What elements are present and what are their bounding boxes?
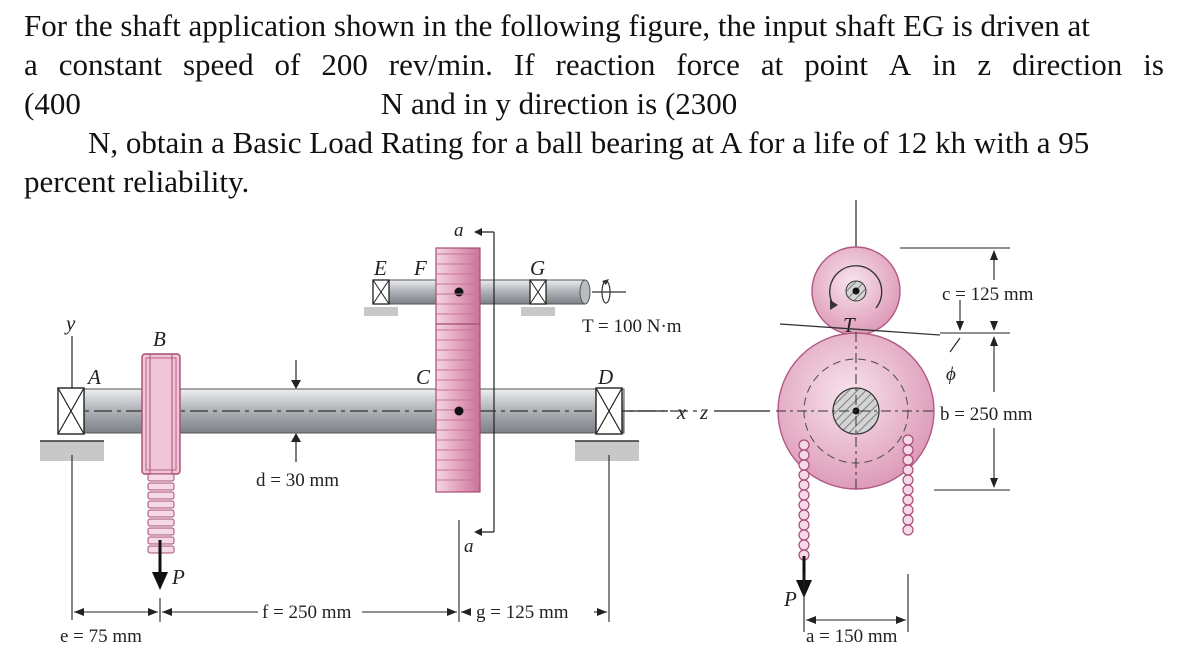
- dim-c-label: c = 125 mm: [942, 284, 1034, 305]
- problem-line-5: percent reliability.: [24, 164, 250, 199]
- pressure-line: [779, 323, 941, 336]
- dim-b-label: b = 250 mm: [940, 404, 1033, 425]
- rotation-arrow: [829, 265, 883, 309]
- problem-line-1: For the shaft application shown in the f…: [24, 8, 1090, 43]
- bearing-g: [521, 279, 555, 316]
- torque-icon: [592, 279, 626, 304]
- section-a-top-label: a: [454, 220, 464, 241]
- problem-line-2-word: speed: [182, 47, 254, 82]
- x-axis-label: x: [676, 400, 687, 424]
- problem-line-2-word: force: [676, 47, 740, 82]
- dimension-lines-left: [71, 455, 610, 622]
- point-g-label: G: [530, 256, 545, 280]
- point-a-label: A: [86, 365, 101, 389]
- point-f-label: F: [413, 256, 427, 280]
- z-axis-label: z: [699, 400, 708, 424]
- input-shaft-eg: [384, 279, 586, 305]
- torque-label: T = 100 N·m: [582, 316, 682, 337]
- force-p-right-label: P: [783, 587, 797, 611]
- dim-e-label: e = 75 mm: [60, 626, 142, 647]
- gear-f: [435, 247, 481, 325]
- problem-line-2-word: of: [274, 47, 301, 82]
- bearing-e: [364, 279, 398, 316]
- problem-line-2-word: at: [760, 47, 784, 82]
- problem-line-4: N, obtain a Basic Load Rating for a ball…: [88, 125, 1090, 160]
- chain-left-view: [147, 473, 175, 554]
- diameter-label: d = 30 mm: [256, 470, 339, 491]
- reaction-z-text: (400: [24, 86, 81, 121]
- y-axis-label: y: [64, 311, 76, 335]
- section-a-bottom-label: a: [464, 536, 474, 557]
- problem-line-2-word: reaction: [555, 47, 656, 82]
- problem-line-2-word: in: [932, 47, 957, 82]
- point-c-label: C: [416, 365, 431, 389]
- problem-statement: For the shaft application shown in the f…: [24, 6, 1164, 201]
- problem-line-2-word: direction: [1012, 47, 1123, 82]
- problem-line-3: (400 N and in y direction is (2300: [24, 84, 1164, 123]
- problem-line-2-word: z: [977, 47, 992, 82]
- dim-g-label: g = 125 mm: [476, 602, 569, 623]
- dimension-lines-right: [803, 247, 1010, 632]
- sprocket-b: [141, 353, 181, 475]
- problem-line-2-word: constant: [58, 47, 163, 82]
- bearing-a: [40, 387, 104, 461]
- problem-line-2-word: rev/min.: [388, 47, 493, 82]
- problem-line-2-word: is: [1143, 47, 1164, 82]
- problem-line-2-word: point: [804, 47, 868, 82]
- problem-line-2-word: a: [24, 47, 38, 82]
- torque-t-label: T: [843, 313, 856, 337]
- problem-line-2-word: If: [513, 47, 535, 82]
- gear-teeth: [436, 253, 480, 481]
- point-e-label: E: [373, 256, 387, 280]
- point-b-label: B: [153, 327, 166, 351]
- problem-line-2-word: A: [888, 47, 912, 82]
- chain-right-view: [798, 434, 914, 561]
- dim-a-label: a = 150 mm: [806, 626, 898, 647]
- problem-line-2-word: 200: [321, 47, 368, 82]
- point-d-label: D: [597, 365, 613, 389]
- angle-phi-label: ϕ: [946, 364, 956, 385]
- reaction-y-text: N and in y direction is (2300: [380, 86, 738, 121]
- dim-f-label: f = 250 mm: [262, 602, 352, 623]
- bearing-d: [575, 387, 639, 461]
- force-p-label: P: [171, 565, 185, 589]
